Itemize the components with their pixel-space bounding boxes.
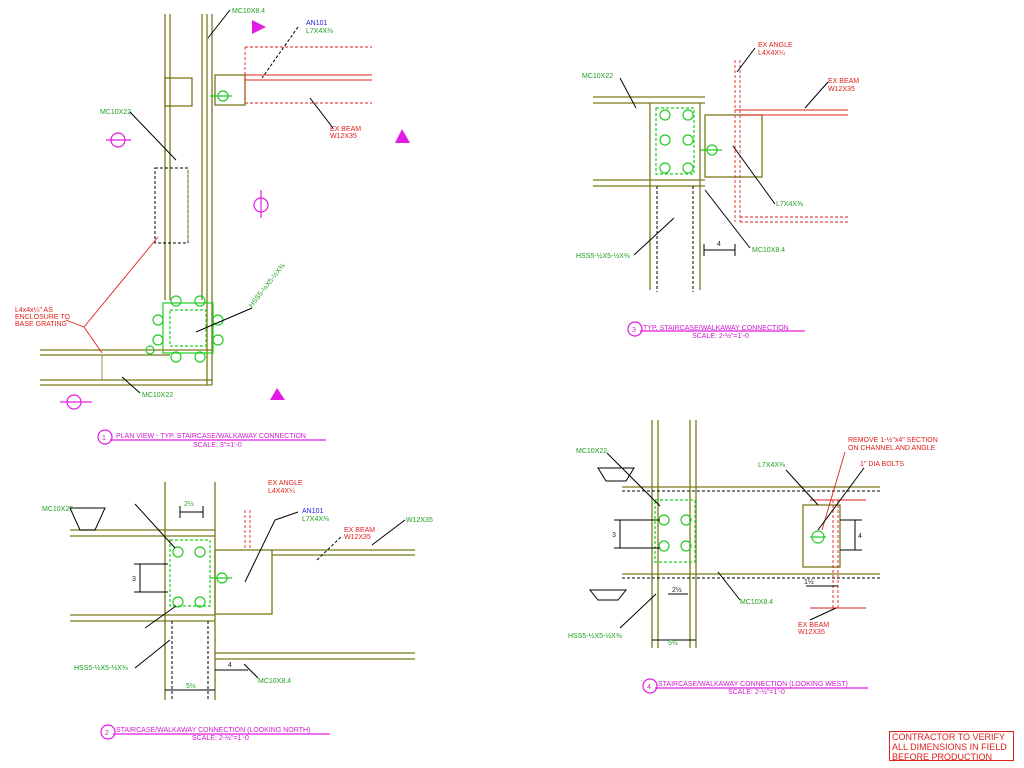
north-label-exbeam-1: EX BEAM: [344, 527, 375, 534]
north-label-mc22: MC10X22: [42, 506, 73, 513]
north-label-l7: L7X4X⅜: [302, 516, 329, 523]
plan-detail-scale: SCALE: 3"=1'-0: [193, 442, 242, 449]
note-line-3: BEFORE PRODUCTION: [892, 752, 993, 762]
north-label-w12: W12X35: [406, 517, 433, 524]
plan-label-enclosure-1: L4x4x¼" AS: [15, 307, 53, 314]
plan-label-hss: HSS5-½X5-½X⅜: [247, 262, 286, 309]
west-label-remove-1: REMOVE 1-½"x4" SECTION: [848, 436, 938, 444]
plan-label-l7: L7X4X⅜: [306, 28, 333, 35]
typ-label-dim4: 4: [717, 241, 721, 248]
north-detail-scale: SCALE: 2-½"=1'-0: [192, 734, 249, 742]
typ-label-exbeam-1: EX BEAM: [828, 78, 859, 85]
looking-west-detail: [588, 420, 880, 694]
typical-labels: EX ANGLE L4X4X¼ MC10X22 EX BEAM W12X35 L…: [576, 42, 859, 340]
note-line-2: ALL DIMENSIONS IN FIELD: [892, 742, 1007, 752]
west-label-dim4: 4: [858, 533, 862, 540]
west-label-dim-2-half: 2½: [672, 586, 682, 594]
north-label-mc84: MC10X8.4: [258, 678, 291, 685]
north-label-exangle-1: EX ANGLE: [268, 480, 303, 487]
typ-label-mc84: MC10X8.4: [752, 247, 785, 254]
north-label-exbeam-2: W12X35: [344, 534, 371, 541]
plan-label-an101: AN101: [306, 20, 328, 27]
plan-label-mc-top: MC10X8.4: [232, 8, 265, 15]
north-label-dim-top: 2½: [184, 500, 194, 508]
looking-north-detail: [69, 482, 415, 740]
north-label-exangle-2: L4X4X¼: [268, 488, 295, 495]
west-detail-number: 4: [647, 684, 651, 691]
west-detail-title: STAIRCASE/WALKAWAY CONNECTION (LOOKING W…: [658, 681, 848, 688]
typ-label-mc22: MC10X22: [582, 73, 613, 80]
typ-detail-scale: SCALE: 2-½"=1'-0: [692, 332, 749, 340]
west-label-hss: HSS5-½X5-½X⅜: [568, 632, 622, 640]
north-label-dim3: 3: [132, 576, 136, 583]
typ-label-exbeam-2: W12X35: [828, 86, 855, 93]
plan-label-exbeam-1: EX BEAM: [330, 126, 361, 133]
west-label-remove-2: ON CHANNEL AND ANGLE: [848, 445, 936, 452]
typ-label-exangle-2: L4X4X¼: [758, 50, 785, 57]
west-detail-scale: SCALE: 2-½"=1'-0: [728, 688, 785, 696]
north-label-hss: HSS5-½X5-½X⅜: [74, 664, 128, 672]
looking-north-labels: MC10X22 2½ EX ANGLE L4X4X¼ AN101 L7X4X⅜ …: [42, 480, 433, 742]
north-detail-title: STAIRCASE/WALKAWAY CONNECTION (LOOKING N…: [116, 727, 310, 734]
west-label-dim-1-half: 1½: [804, 578, 814, 586]
typ-label-l7: L7X4X⅜: [776, 201, 803, 208]
north-label-dim4: 4: [228, 662, 232, 669]
contractor-note: CONTRACTOR TO VERIFY ALL DIMENSIONS IN F…: [889, 731, 1014, 762]
plan-label-exbeam-2: W12X35: [330, 133, 357, 140]
typ-label-hss: HSS5-½X5-½X⅜: [576, 252, 630, 260]
west-label-mc22: MC10X22: [576, 448, 607, 455]
plan-label-mc22: MC10X22: [100, 109, 131, 116]
north-detail-number: 2: [105, 730, 109, 737]
west-label-mc84: MC10X8.4: [740, 599, 773, 606]
typ-detail-number: 3: [632, 327, 636, 334]
typical-detail: [593, 47, 848, 337]
note-line-1: CONTRACTOR TO VERIFY: [892, 732, 1006, 742]
west-label-bolts: 1" DIA BOLTS: [860, 461, 904, 468]
plan-detail-title: PLAN VIEW - TYP. STAIRCASE/WALKAWAY CONN…: [116, 433, 306, 440]
plan-label-enclosure-3: BASE GRATING: [15, 321, 67, 328]
typ-label-exangle-1: EX ANGLE: [758, 42, 793, 49]
looking-west-labels: MC10X22 L7X4X⅜ REMOVE 1-½"x4" SECTION ON…: [568, 436, 938, 696]
plan-detail-number: 1: [102, 435, 106, 442]
north-label-dim-bottom: 5½: [186, 682, 196, 690]
plan-label-mc22-bottom: MC10X22: [142, 392, 173, 399]
plan-view-detail: [40, 9, 410, 445]
plan-label-enclosure-2: ENCLOSURE TO: [15, 314, 71, 321]
typ-detail-title: TYP. STAIRCASE/WALKAWAY CONNECTION: [643, 325, 789, 332]
west-label-l7: L7X4X⅜: [758, 462, 785, 469]
west-label-exbeam-1: EX BEAM: [798, 622, 829, 629]
west-label-dim3: 3: [612, 532, 616, 539]
north-label-an101: AN101: [302, 508, 324, 515]
west-label-exbeam-2: W12X35: [798, 629, 825, 636]
west-label-dim-bottom: 5½: [668, 639, 678, 647]
